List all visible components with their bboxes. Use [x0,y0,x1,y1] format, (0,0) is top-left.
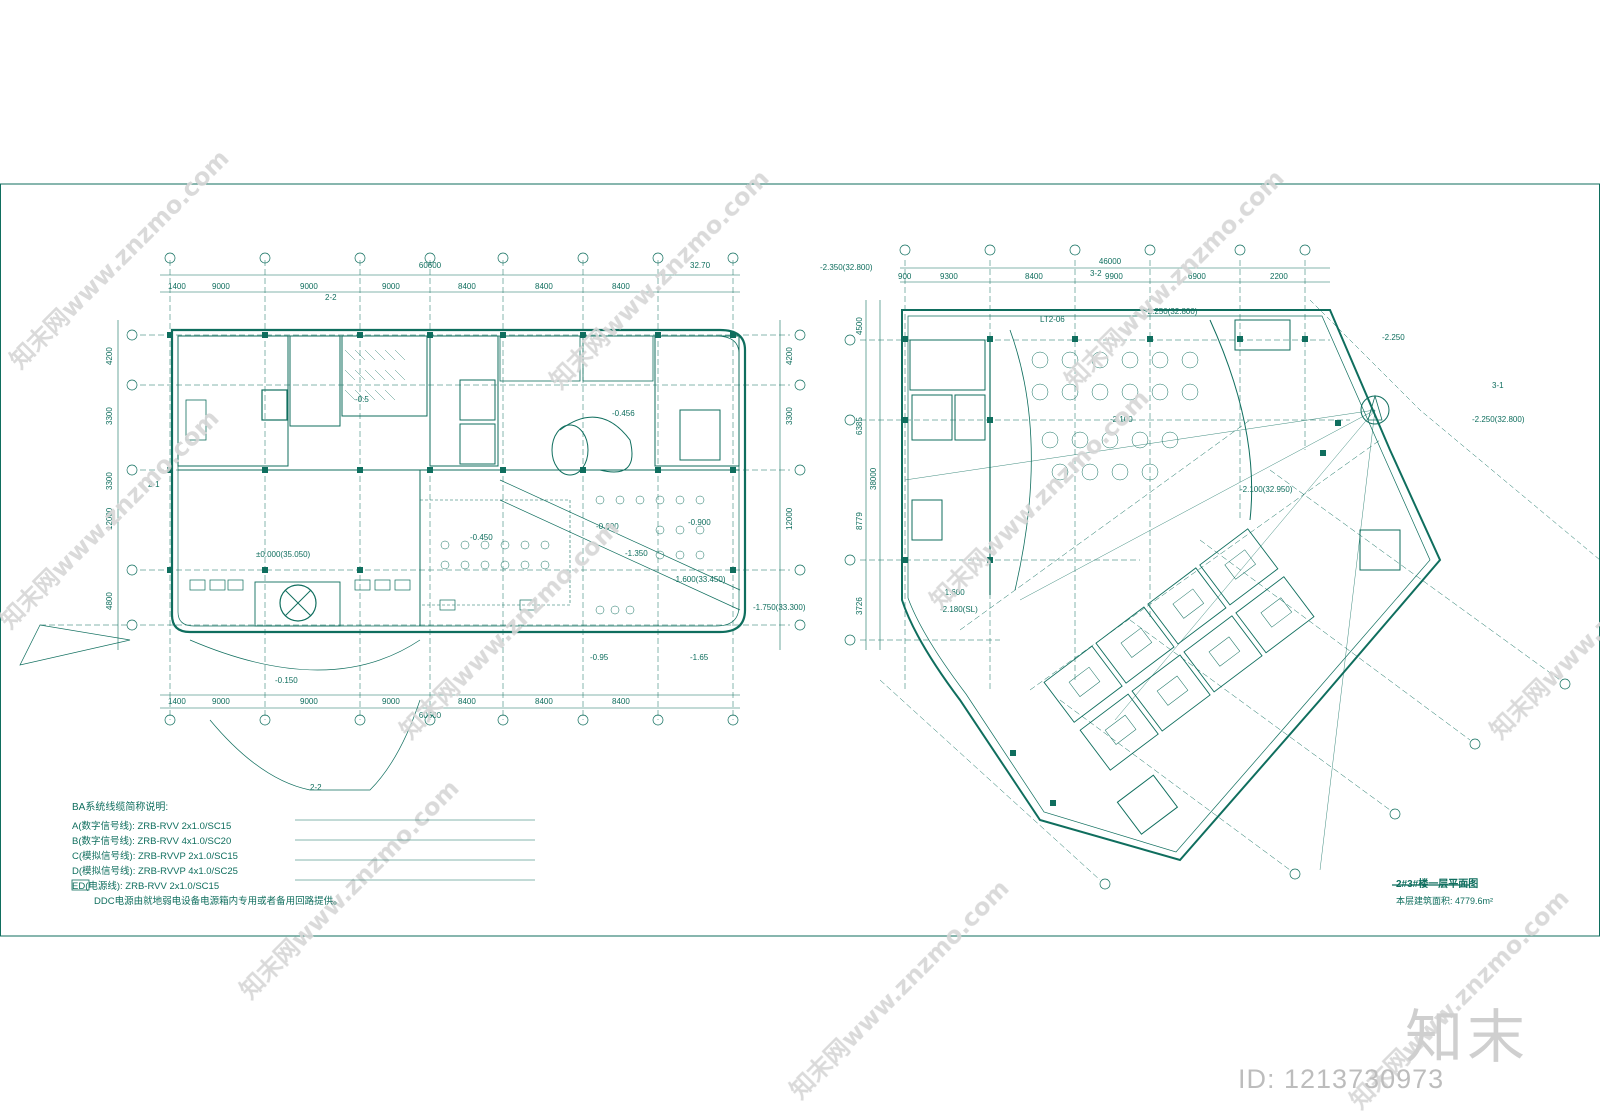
right-level-1: -2.350(32.800) [820,263,873,272]
level-3: -0.450 [470,533,493,542]
level-9: -1.750(33.300) [753,603,806,612]
left-top-dim-2: 9000 [212,282,230,291]
left-bottom-dim-3: 9000 [300,697,318,706]
left-right-dim-3: 12000 [785,507,794,530]
left-right-dim-2: 3300 [785,407,794,425]
right-level-5: -2.180(SL) [940,605,978,614]
left-top-dim-7: 8400 [612,282,630,291]
left-total-bottom: 60600 [419,711,442,720]
left-axis-bubbles [126,252,806,726]
legend-line-c: C(模拟信号线): ZRB-RVVP 2x1.0/SC15 [72,851,238,862]
left-plan-dimensions: 60600 60600 1400 9000 9000 9000 8400 840… [105,261,806,792]
left-side-dim-4: 12000 [105,507,114,530]
right-top-dim-1: 900 [898,272,912,281]
watermark-9: 知末网www.znzmo.com [784,874,1014,1104]
right-side-dim-5: 3726 [855,597,864,615]
watermark-7: 知末网www.znzmo.com [1484,514,1600,744]
legend-line-b: B(数字信号线): ZRB-RVV 4x1.0/SC20 [72,836,232,847]
left-top-dim-5: 8400 [458,282,476,291]
right-section-mark: 3-2 [1090,269,1102,278]
legend-line-d: D(模拟信号线): ZRB-RVVP 4x1.0/SC25 [72,866,238,877]
left-top-dim-8: 32.70 [690,261,711,270]
left-floor-plan [19,252,806,791]
right-level-2: -2.250(32.800) [1145,307,1198,316]
left-side-dim-3: 3300 [105,472,114,490]
watermark-5: 知末网www.znzmo.com [394,514,624,744]
right-level-7: -2.100(32.950) [1240,485,1293,494]
level-7: ±0.000(35.050) [256,550,311,559]
left-bottom-dim-6: 8400 [535,697,553,706]
right-axis-bubbles [844,244,1571,890]
left-right-dim-1: 4200 [785,347,794,365]
left-section-bottom: 2-2 [310,783,322,792]
left-bottom-dim-5: 8400 [458,697,476,706]
watermark-6: 知末网www.znzmo.com [924,384,1154,614]
legend-line-ed: ED(电源线): ZRB-RVV 2x1.0/SC15 [72,881,220,892]
left-bottom-dim-2: 9000 [212,697,230,706]
right-side-dim-1: 4500 [855,317,864,335]
right-side-dim-3: 38000 [869,467,878,490]
left-side-dim-1: 4200 [105,347,114,365]
left-bottom-dim-1: 1400 [168,697,186,706]
right-plan-dimensions: 46000 900 9300 8400 9900 6900 2200 4500 … [820,257,1525,615]
left-top-dim-3: 9000 [300,282,318,291]
level-12: -1.65 [690,653,709,662]
right-level-6: -2.250 [1382,333,1405,342]
image-id-watermark: ID: 1213730973 [1238,1064,1445,1094]
legend-line-ddc: DDC电源由就地弱电设备电源箱内专用或者备用回路提供。 [94,896,343,907]
right-section: 3-1 [1492,381,1504,390]
left-bottom-dim-7: 8400 [612,697,630,706]
brand-watermark: 知末 [1405,1003,1530,1071]
legend-title: BA系统线缆简称说明: [72,802,169,813]
watermark-layer: 知末网www.znzmo.com 知末网www.znzmo.com 知末网www… [0,144,1600,1114]
floor-area: 本层建筑面积: 4779.6m² [1396,896,1494,906]
ddc-box [71,879,90,891]
left-section-top: 2-2 [325,293,337,302]
right-top-dim-3: 8400 [1025,272,1043,281]
right-top-dim-5: 6900 [1188,272,1206,281]
left-section-mark: 2-1 [148,480,160,489]
right-total-top: 46000 [1099,257,1122,266]
level-6: -0.600 [596,522,619,531]
watermark-2: 知末网www.znzmo.com [544,164,774,394]
right-level-3: -2.100 [1110,415,1133,424]
left-bottom-dim-4: 9000 [382,697,400,706]
level-8: -1.600(33.450) [673,575,726,584]
right-top-dim-2: 9300 [940,272,958,281]
level-5: -1.350 [625,549,648,558]
right-level-8: -2.250(32.800) [1472,415,1525,424]
right-floor-plan [844,244,1600,890]
right-axis-grid [860,260,1561,881]
left-total-top: 60600 [419,261,442,270]
right-top-dim-6: 2200 [1270,272,1288,281]
left-side-dim-5: 4800 [105,592,114,610]
right-top-dim-4: 9900 [1105,272,1123,281]
right-lt-label: LT2-06 [1040,315,1065,324]
level-10: -0.150 [275,676,298,685]
legend-line-a: A(数字信号线): ZRB-RVV 2x1.0/SC15 [72,821,232,832]
watermark-3: 知末网www.znzmo.com [1059,164,1289,394]
level-1: -0.5 [355,395,369,404]
left-top-dim-4: 9000 [382,282,400,291]
left-side-dim-2: 3300 [105,407,114,425]
watermark-8: 知末网www.znzmo.com [234,774,464,1004]
level-4: -0.900 [688,518,711,527]
left-top-dim-6: 8400 [535,282,553,291]
right-level-4: -1.600 [942,588,965,597]
notes-block [295,819,535,881]
level-2: -0.456 [612,409,635,418]
watermark-1: 知末网www.znzmo.com [4,144,234,374]
drawing-title: 2#3#楼一层平面图 [1396,879,1479,890]
right-side-dim-2: 6385 [855,417,864,435]
left-top-dim-1: 1400 [168,282,186,291]
right-side-dim-4: 8779 [855,512,864,530]
level-11: -0.95 [590,653,609,662]
